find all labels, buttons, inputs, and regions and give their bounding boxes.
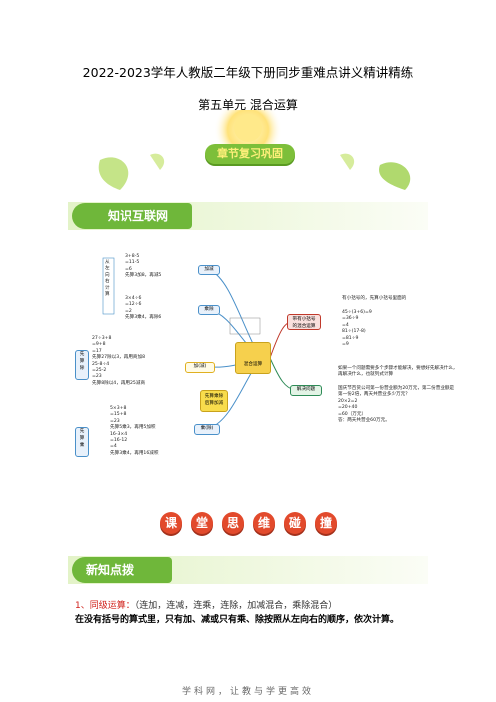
section-label-new-knowledge: 新知点拨 [86,563,135,577]
leaf-decoration [98,153,411,190]
class-thinking-banner: 课 堂 思 维 碰 撞 [160,508,345,538]
chapter-review-label: 章节复习巩固 [217,147,283,160]
chapter-review-banner: 章节复习巩固 [205,144,295,164]
page-footer: 学科网，让教与学更高效 [181,687,314,697]
mindmap: 混合运算 加减 乘除 加(减) 乘(除) 先算乘除 后算加减 从 左 向 右 计… [75,240,457,480]
solve-example: 国庆节百货公司第一份营业额为20万元，第二份营业额是 第一份2倍，两天共营业多少… [338,386,455,424]
node-add-mul: 加(减) [185,362,215,373]
document-title: 2022-2023学年人教版二年级下册同步重难点讲义精讲精练 [82,65,414,80]
solve-rule: 如果一个问题需要多个步骤才能解决，要想好先解决什么， 再解决什么，也就列式计算 [338,366,458,378]
banner-char-5: 碰 [284,512,306,534]
node-first-mul-div: 先算乘除 后算加减 [200,390,228,412]
point-1-body: 在没有括号的算式里，只有加、减或只有乘、除按照从左向右的顺序，依次计算。 [75,615,400,625]
left-to-right-label: 从 左 向 右 计 算 [105,260,110,298]
node-mul-div: 乘除 [198,305,220,315]
banner-char-4: 维 [253,512,275,534]
banner-char-1: 课 [160,512,182,534]
banner-char-3: 思 [222,512,244,534]
section-tab-knowledge: 知识互联网 [72,203,192,229]
example-div-first: 27÷3+8 =9+8 =17 先算27除以3，再用商加8 25-8÷4 =25… [92,336,146,386]
node-solve-problems: 解决问题 [290,385,322,396]
section-tab-new-knowledge: 新知点拨 [72,557,172,583]
point-1-heading: 1、同级运算：（连加，连减，连乘，连除，加减混合，乘除混合） [75,598,337,611]
parentheses-rule: 有小括号的，先算小括号里面的 [342,296,407,301]
banner-char-6: 撞 [315,512,337,534]
first-mul-label: 先 算 乘 [75,427,89,457]
example-add-sub: 3+8-5 =11-5 =6 先算3加8，再减5 [125,254,162,279]
example-mul-div: 3×4÷6 =12÷6 =2 先算3乘4，再除6 [125,296,162,321]
point-1-description: （连加，连减，连乘，连除，加减混合，乘除混合） [134,601,338,611]
banner-char-2: 堂 [191,512,213,534]
node-add-sub: 加减 [198,265,220,275]
mindmap-center: 混合运算 [235,342,271,374]
node-parentheses: 带有小括号 的混合运算 [287,314,321,330]
point-1-title: 1、同级运算： [75,601,135,611]
first-div-label: 先 算 除 [75,350,89,380]
parentheses-example: 45÷(3+6)=9 =36÷9 =4 81÷(17-8) =81÷9 =9 [342,310,372,348]
node-mul-div-2: 乘(除) [194,424,220,435]
section-label-knowledge: 知识互联网 [108,209,169,223]
example-mul-first: 5×3+8 =15+8 =23 先算5乘3，再用5加积 16-3×4 =16-1… [110,406,159,456]
mindmap-center-label: 混合运算 [243,362,263,367]
document-subtitle: 第五单元 混合运算 [198,98,298,112]
